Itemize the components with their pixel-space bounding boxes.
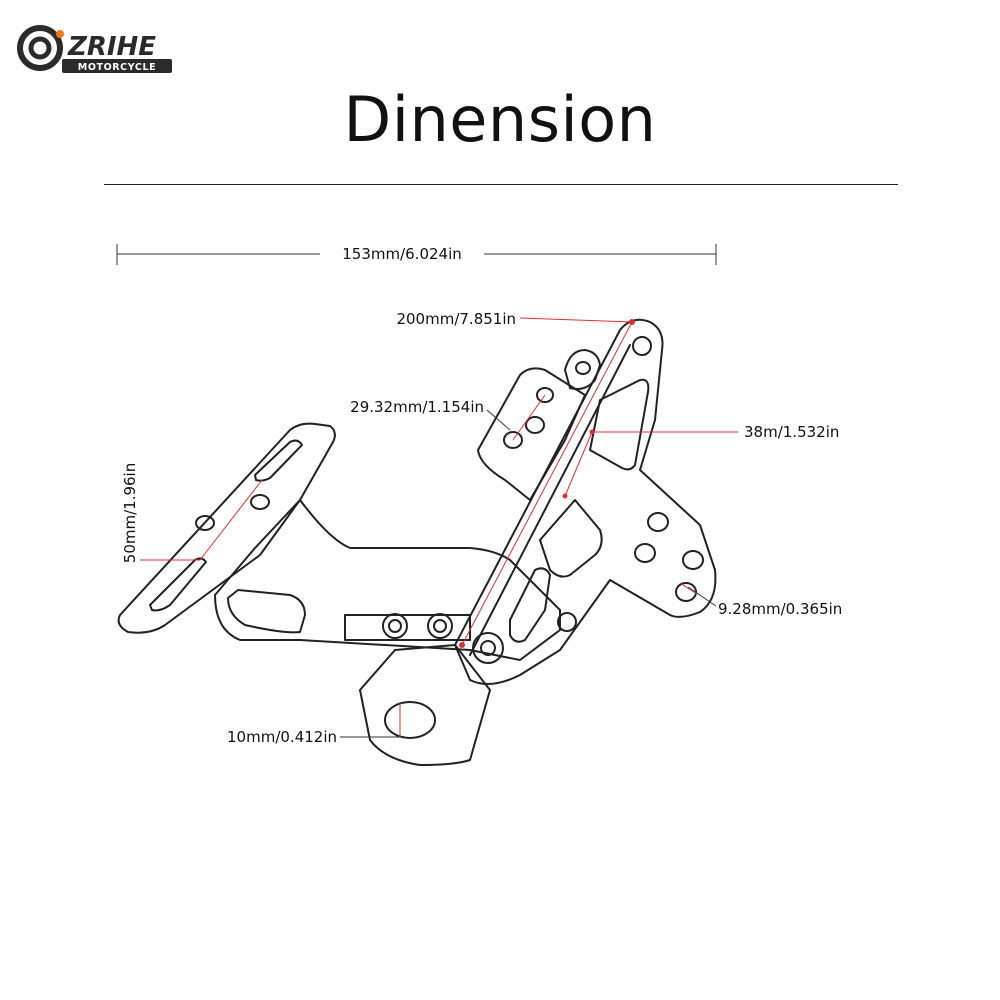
center-bolt-2-inner (433, 619, 447, 633)
hole-spacing-line (512, 394, 546, 441)
logo-brand-name: ZRIHE (67, 32, 156, 62)
arm-hole-top (632, 336, 652, 356)
dimension-lines (116, 244, 738, 738)
logo-tagline-band (62, 59, 172, 73)
arm-slot-lower (539, 499, 603, 578)
length-leader (519, 317, 633, 323)
left-plate-mount (117, 422, 336, 634)
center-body (214, 499, 561, 661)
slot-width-line (564, 431, 593, 497)
small-hole-leader (687, 586, 717, 607)
label-small-hole: 9.28mm/0.365in (718, 600, 842, 618)
side-tab-hole-1 (536, 387, 554, 403)
hole-spacing-leader (486, 409, 511, 431)
label-plate-height: 50mm/1.96in (121, 463, 139, 563)
length-diagonal (461, 321, 633, 646)
title-divider (104, 184, 898, 185)
logo-tagline: MOTORCYCLE (78, 62, 156, 73)
dimension-labels: 153mm/6.024in 200mm/7.851in 29.32mm/1.15… (121, 245, 842, 746)
side-tab (477, 367, 586, 501)
center-bolt-2 (427, 613, 453, 639)
label-overall-width: 153mm/6.024in (342, 245, 462, 263)
upper-ear (564, 349, 601, 390)
left-plate-hole-2 (250, 494, 270, 510)
center-cutout-slot (344, 614, 471, 641)
brand-logo: ZRIHE MOTORCYCLE (17, 25, 172, 73)
slot-dot-bottom (562, 493, 568, 499)
arm-bolt-right (557, 612, 577, 632)
side-tab-hole-3 (503, 431, 523, 449)
upper-ear-hole (575, 361, 591, 375)
label-overall-length: 200mm/7.851in (396, 310, 516, 328)
arm-slot-bottom (509, 567, 551, 643)
left-plate-slot-lower (149, 557, 207, 612)
bracket-drawing (117, 318, 717, 766)
arm-hole-right-1 (647, 512, 669, 532)
bottom-clamp (359, 644, 491, 766)
clamp-bolt-inner (480, 640, 496, 656)
length-dot-bottom (459, 642, 465, 648)
arm-slot-upper (589, 378, 650, 471)
center-bolt-1 (382, 613, 408, 639)
label-hole-spacing: 29.32mm/1.154in (350, 398, 484, 416)
slot-dot-top (589, 429, 595, 435)
side-tab-hole-2 (525, 416, 545, 434)
page-title: Dinension (343, 83, 657, 156)
main-arm (454, 318, 717, 685)
plate-height-line (199, 479, 263, 561)
clamp-mount-hole (384, 701, 436, 739)
arm-hole-right-2 (634, 543, 656, 563)
logo-ring-icon (17, 25, 64, 71)
arm-hole-right-3 (682, 550, 704, 570)
small-hole-line (679, 582, 698, 595)
label-slot-width: 38m/1.532in (744, 423, 839, 441)
clamp-bolt (472, 632, 504, 664)
length-dot-top (629, 319, 635, 325)
label-mount-hole: 10mm/0.412in (227, 728, 337, 746)
main-arm-inner-edge (469, 344, 631, 656)
center-cutout-left (227, 589, 306, 634)
left-plate-slot-upper (254, 439, 303, 482)
center-bolt-1-inner (388, 619, 402, 633)
left-plate-hole-1 (195, 515, 215, 531)
